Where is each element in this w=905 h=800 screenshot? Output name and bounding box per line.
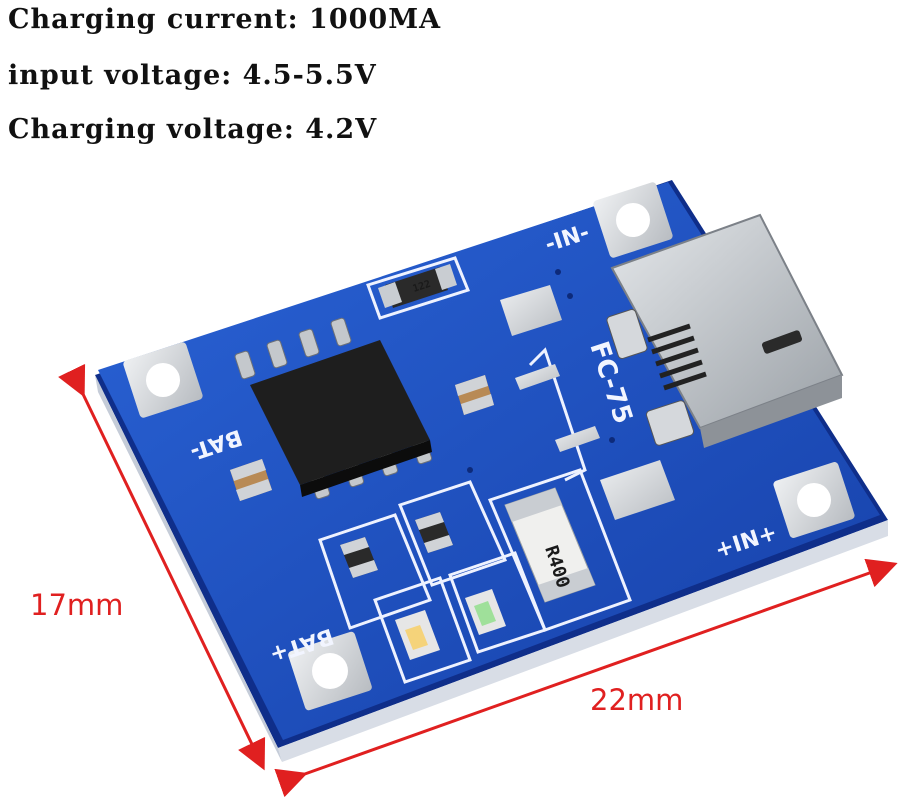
pad-right [600, 460, 675, 520]
charging-voltage-spec: Charging voltage: 4.2V [8, 114, 378, 145]
height-dimension-arrow [58, 363, 266, 771]
width-dimension-label: 22mm [590, 683, 684, 717]
width-dimension-arrow [274, 558, 898, 798]
resistor-small-2 [415, 512, 453, 553]
pad-fc-2 [555, 426, 600, 452]
charging-current-spec: Charging current: 1000MA [8, 4, 442, 35]
in-plus-pad [773, 462, 855, 538]
pad-top [500, 285, 562, 336]
capacitor-mid [455, 375, 494, 415]
resistor-122: 122 [366, 256, 471, 320]
solder-pads [500, 285, 675, 520]
pad-fc-1 [515, 364, 560, 390]
resistor-122-label: 122 [412, 279, 433, 295]
height-dimension-label: 17mm [30, 588, 124, 622]
ic-chip [234, 317, 433, 500]
vias [467, 269, 615, 473]
in-minus-pad [593, 182, 673, 258]
input-voltage-spec: input voltage: 4.5-5.5V [8, 60, 377, 91]
micro-usb-port [606, 213, 844, 448]
